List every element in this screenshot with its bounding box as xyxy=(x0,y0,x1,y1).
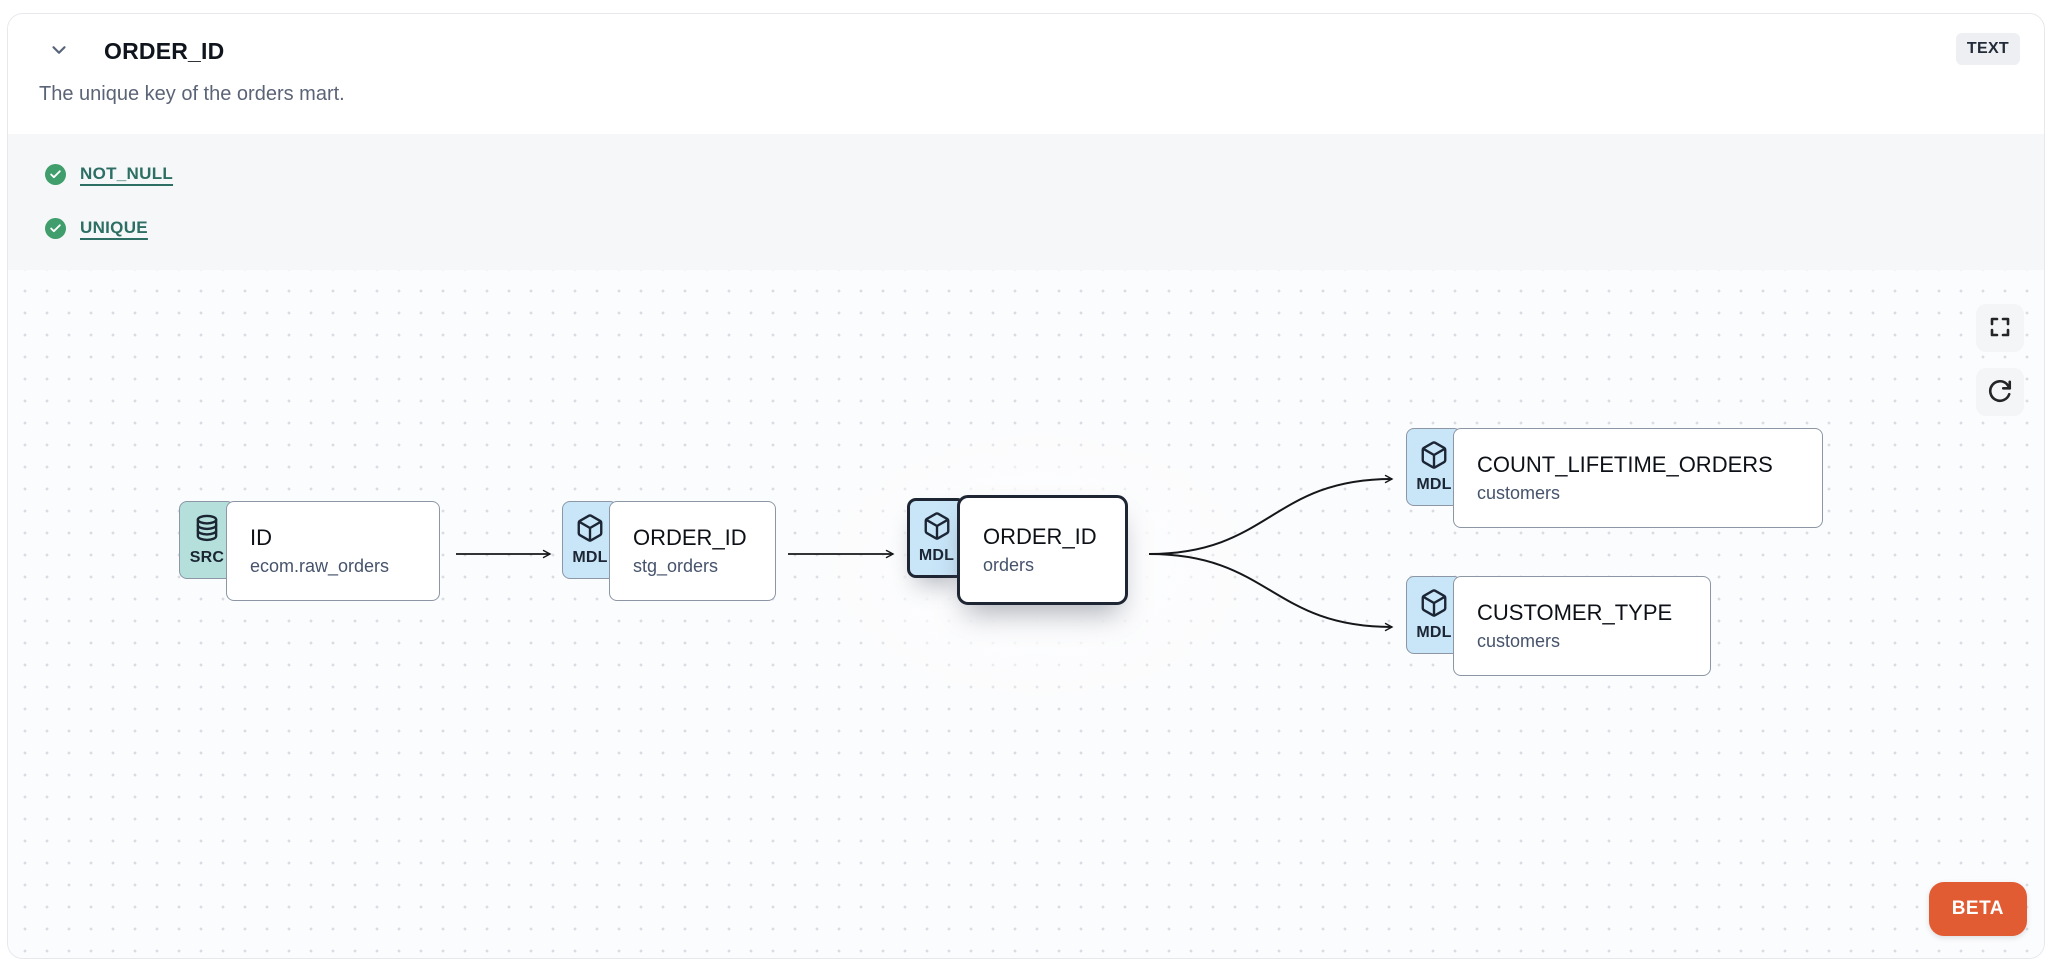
fullscreen-icon xyxy=(1988,315,2012,342)
check-circle-icon xyxy=(45,163,66,185)
node-type-badge: MDL xyxy=(1406,428,1462,506)
node-body: ID ecom.raw_orders xyxy=(226,501,440,601)
node-type-badge: MDL xyxy=(1406,576,1462,654)
node-model-name: ecom.raw_orders xyxy=(250,556,390,576)
column-description: The unique key of the orders mart. xyxy=(39,83,345,105)
node-type-label: SRC xyxy=(189,549,225,566)
node-type-label: MDL xyxy=(1416,476,1452,493)
cube-icon xyxy=(922,511,952,546)
refresh-button[interactable] xyxy=(1976,368,2024,416)
node-column-name: ORDER_ID xyxy=(633,525,747,550)
refresh-icon xyxy=(1987,378,2013,407)
header: ORDER_ID TEXT The unique key of the orde… xyxy=(8,14,2044,134)
lineage-node-order-id-stg[interactable]: MDL ORDER_ID stg_orders xyxy=(562,501,776,601)
node-model-name: customers xyxy=(1477,631,1561,651)
lineage-node-id-raw[interactable]: SRC ID ecom.raw_orders xyxy=(179,501,440,601)
fullscreen-button[interactable] xyxy=(1976,304,2024,352)
beta-badge-button[interactable]: BETA xyxy=(1928,882,2027,936)
node-body: COUNT_LIFETIME_ORDERS customers xyxy=(1453,428,1823,528)
column-detail-card: ORDER_ID TEXT The unique key of the orde… xyxy=(7,13,2045,959)
cube-icon xyxy=(1419,440,1449,475)
node-body: CUSTOMER_TYPE customers xyxy=(1453,576,1711,676)
lineage-canvas[interactable]: SRC ID ecom.raw_orders MDL ORDE xyxy=(8,270,2044,958)
lineage-edges xyxy=(456,474,1394,632)
node-type-label: MDL xyxy=(918,547,955,564)
lineage-node-count-lifetime-orders[interactable]: MDL COUNT_LIFETIME_ORDERS customers xyxy=(1406,428,1823,528)
node-model-name: stg_orders xyxy=(633,556,719,576)
collapse-button[interactable] xyxy=(46,39,72,65)
test-row: UNIQUE xyxy=(45,212,2044,244)
node-column-name: COUNT_LIFETIME_ORDERS xyxy=(1477,452,1773,477)
test-link-unique[interactable]: UNIQUE xyxy=(80,218,148,237)
test-link-not-null[interactable]: NOT_NULL xyxy=(80,164,174,183)
node-body: ORDER_ID stg_orders xyxy=(609,501,776,601)
node-body: ORDER_ID orders xyxy=(957,495,1128,605)
node-model-name: customers xyxy=(1477,483,1561,503)
canvas-controls xyxy=(1976,304,2024,416)
database-icon xyxy=(192,513,222,548)
tests-section: NOT_NULL UNIQUE xyxy=(8,134,2044,270)
page-title: ORDER_ID xyxy=(104,38,225,64)
node-type-badge: MDL xyxy=(562,501,618,579)
lineage-node-customer-type[interactable]: MDL CUSTOMER_TYPE customers xyxy=(1406,576,1711,676)
node-type-badge: MDL xyxy=(907,498,966,578)
cube-icon xyxy=(575,513,605,548)
cube-icon xyxy=(1419,588,1449,623)
node-type-badge: SRC xyxy=(179,501,235,579)
node-column-name: ORDER_ID xyxy=(983,524,1097,549)
column-type-badge: TEXT xyxy=(1955,33,2020,65)
node-column-name: CUSTOMER_TYPE xyxy=(1477,600,1673,625)
test-row: NOT_NULL xyxy=(45,158,2044,190)
node-type-label: MDL xyxy=(572,549,608,566)
node-column-name: ID xyxy=(250,525,272,550)
lineage-node-order-id-orders-selected[interactable]: MDL ORDER_ID orders xyxy=(907,495,1128,605)
chevron-down-icon xyxy=(48,39,70,64)
node-type-label: MDL xyxy=(1416,624,1452,641)
node-model-name: orders xyxy=(983,555,1035,575)
check-circle-icon xyxy=(45,217,66,239)
